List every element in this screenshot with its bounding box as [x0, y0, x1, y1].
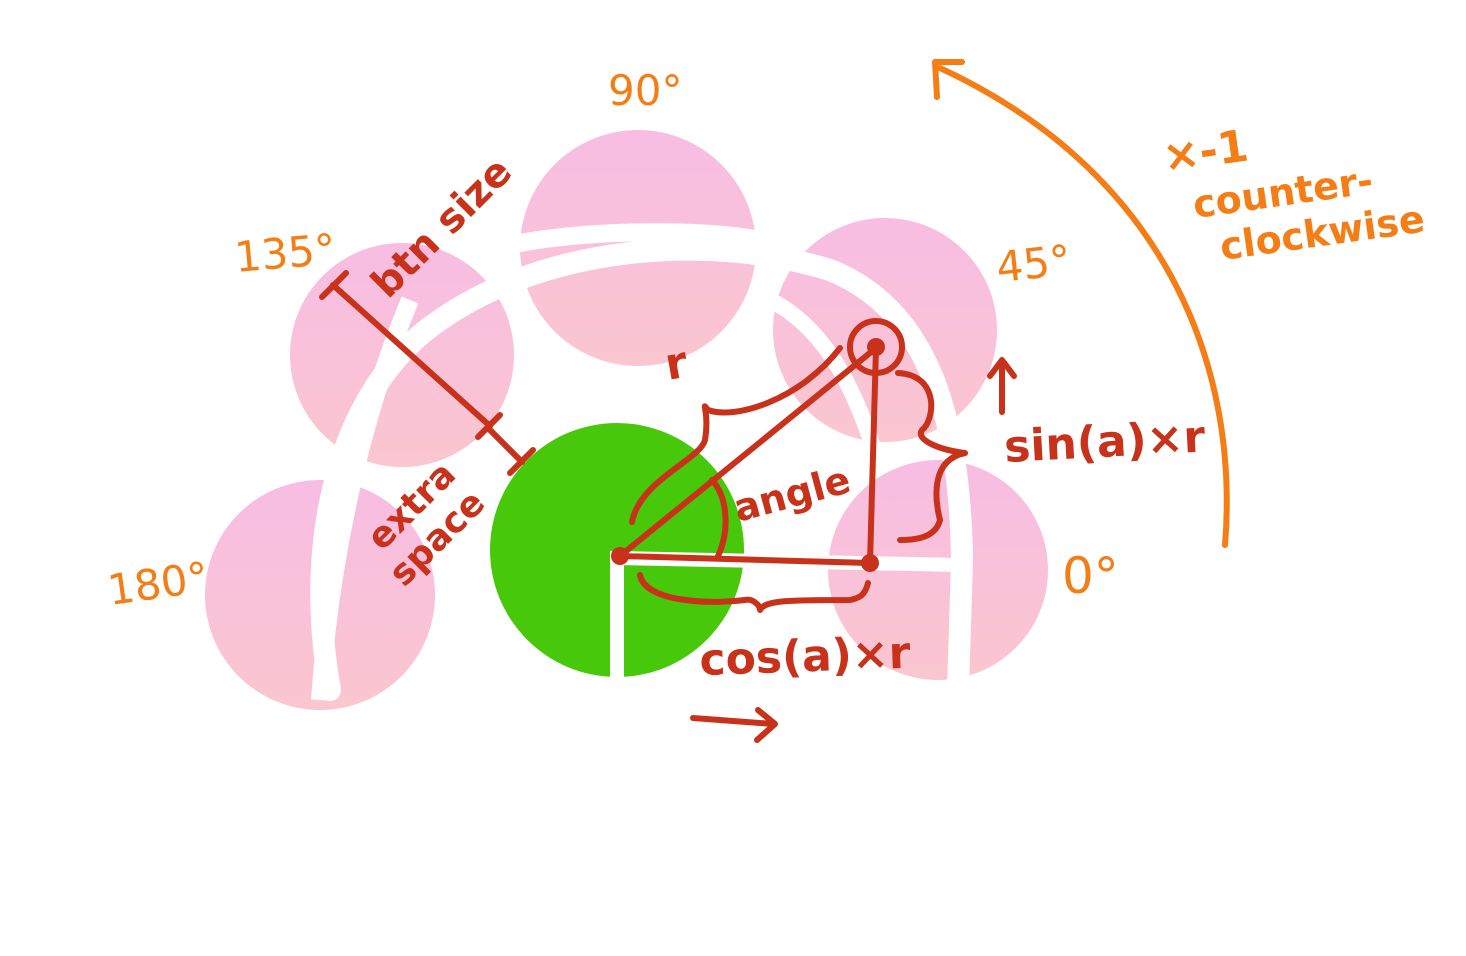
label-180: 180°: [105, 552, 212, 615]
label-angle: angle: [729, 457, 855, 530]
radius-arc: [310, 238, 974, 701]
target-point: [867, 338, 885, 356]
btn-size-cap-top: [319, 270, 349, 300]
extra-space-line: [487, 427, 525, 465]
center-point: [611, 547, 629, 565]
label-0: 0°: [1062, 547, 1119, 605]
white-band-top: [508, 223, 762, 254]
right-arrow-shaft: [690, 715, 776, 727]
angle-arc: [709, 477, 729, 559]
label-sin: sin(a)×r: [1003, 412, 1207, 473]
extra-space-cap: [507, 447, 536, 476]
corner-point: [861, 554, 879, 572]
white-inner-line: [311, 296, 419, 701]
up-arrow-head: [987, 357, 1017, 379]
cos-brace: [637, 572, 871, 613]
btn-size-cap-mid: [475, 412, 503, 440]
r-brace: [629, 345, 843, 525]
sine-line: [867, 345, 879, 566]
geometry-annotation: [319, 270, 1017, 743]
hypotenuse-line: [617, 345, 879, 559]
label-45: 45°: [994, 235, 1073, 292]
sin-brace: [895, 370, 968, 543]
right-arrow-head: [754, 707, 778, 743]
label-135: 135°: [233, 224, 338, 282]
cosine-line: [617, 553, 873, 566]
btn-size-line: [330, 282, 493, 429]
label-90: 90°: [608, 66, 682, 115]
label-x-neg1: ×-1: [1159, 120, 1251, 182]
target-ring: [847, 318, 905, 376]
counter-clockwise-arrow: [932, 59, 1230, 548]
label-cos: cos(a)×r: [699, 628, 912, 686]
